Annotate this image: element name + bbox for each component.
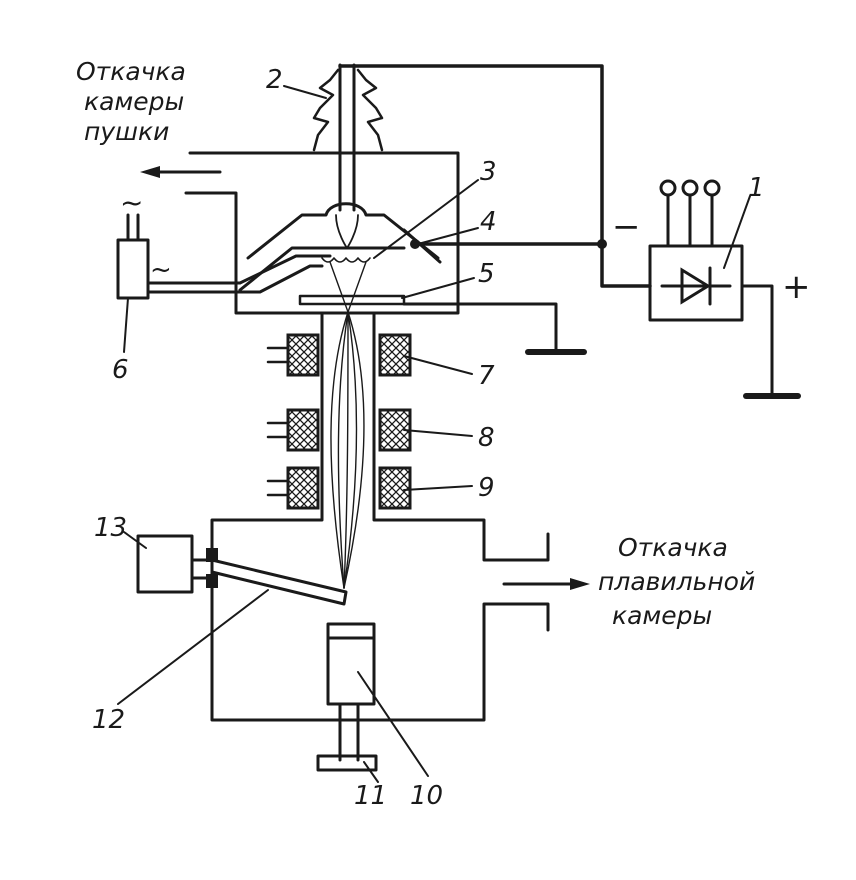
insulator: [312, 63, 384, 212]
leader-lines: [117, 85, 751, 783]
part-labels: 1 2 3 4 5 6 7 8 9 10 11 12 13: [92, 65, 765, 811]
label-11: 11: [354, 781, 387, 811]
coil-7: [266, 333, 412, 377]
coil-9: [266, 466, 412, 510]
diaphragm: [298, 294, 587, 355]
plus-sign: +: [782, 267, 811, 307]
label-13: 13: [94, 513, 127, 543]
filament-leads: [146, 254, 332, 294]
minus-sign: −: [612, 207, 641, 247]
label-4: 4: [480, 207, 497, 237]
melt-pumping-arrow: [502, 578, 590, 590]
caption-gun-line-1: Откачка: [76, 57, 186, 86]
electron-beam: [329, 261, 367, 589]
label-6: 6: [112, 355, 129, 385]
label-7: 7: [478, 361, 495, 391]
electrical-symbols: − + ~ ~: [120, 186, 811, 307]
crucible-support: [316, 702, 378, 772]
beam-tube: [210, 311, 550, 722]
caption-melt-pumping: Откачка плавильной камеры: [598, 533, 755, 630]
gun-pumping-arrow: [140, 166, 222, 178]
label-5: 5: [478, 259, 495, 289]
ac-symbol-side: ~: [150, 255, 172, 285]
label-12: 12: [92, 705, 125, 735]
label-3: 3: [480, 157, 497, 187]
caption-gun-line-2: камеры: [84, 87, 184, 116]
label-8: 8: [478, 423, 495, 453]
feeder-drive: [136, 534, 218, 594]
label-9: 9: [478, 473, 495, 503]
gun-chamber: [184, 151, 460, 315]
caption-gun-line-3: пушки: [84, 117, 169, 146]
label-2: 2: [266, 65, 283, 95]
label-1: 1: [748, 173, 765, 203]
caption-melt-line-1: Откачка: [618, 533, 728, 562]
ac-symbol-top: ~: [120, 186, 143, 219]
caption-melt-line-2: плавильной: [598, 567, 755, 596]
caption-gun-pumping: Откачка камеры пушки: [76, 57, 186, 146]
label-10: 10: [410, 781, 443, 811]
caption-melt-line-3: камеры: [612, 601, 712, 630]
anode: [238, 228, 604, 292]
rectifier: [648, 179, 801, 399]
feed-rod: [210, 558, 348, 606]
cathode-assembly: [246, 202, 440, 263]
crucible: [326, 622, 376, 706]
filament-transformer: [116, 213, 150, 300]
